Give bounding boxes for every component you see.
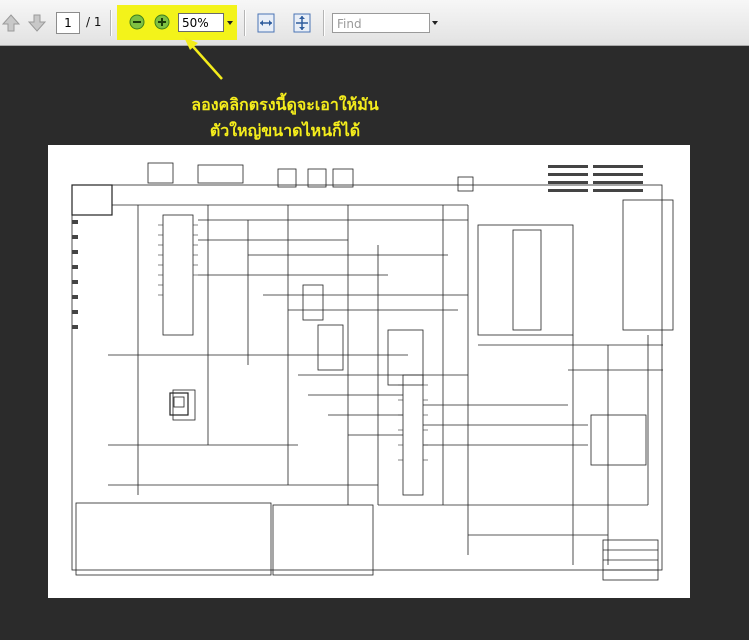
next-page-button[interactable] [26, 12, 48, 34]
toolbar-separator [110, 10, 112, 36]
annotation-line: ตัวใหญ่ขนาดไหนก็ได้ [209, 121, 361, 140]
fit-width-button[interactable] [255, 12, 277, 34]
minus-circle-icon [129, 14, 145, 30]
schematic-diagram [71, 162, 674, 581]
zoom-dropdown-button[interactable] [225, 13, 235, 32]
fit-page-button[interactable] [291, 12, 313, 34]
toolbar-separator [323, 10, 325, 36]
fit-page-icon [293, 13, 311, 33]
page-number-input[interactable]: 1 [56, 12, 80, 34]
annotation-arrow-icon [184, 37, 223, 80]
fit-width-icon [257, 13, 275, 33]
arrow-down-icon [27, 14, 47, 32]
document-page[interactable] [48, 145, 690, 598]
pdf-toolbar: 1 / 1 50% [0, 0, 749, 46]
chevron-down-icon [432, 21, 438, 25]
previous-page-button[interactable] [0, 12, 22, 34]
arrow-up-icon [1, 14, 21, 32]
zoom-level-select[interactable]: 50% [178, 13, 224, 32]
find-input[interactable]: Find [332, 13, 430, 33]
toolbar-separator [244, 10, 246, 36]
plus-circle-icon [154, 14, 170, 30]
annotation-text: ลองคลิกตรงนี้ดูจะเอาให้มัน ตัวใหญ่ขนาดไห… [150, 92, 420, 144]
zoom-out-button[interactable] [129, 14, 145, 30]
find-dropdown-button[interactable] [430, 13, 440, 33]
zoom-in-button[interactable] [154, 14, 170, 30]
annotation-line: ลองคลิกตรงนี้ดูจะเอาให้มัน [191, 95, 379, 114]
page-total-label: / 1 [86, 15, 102, 29]
chevron-down-icon [227, 21, 233, 25]
